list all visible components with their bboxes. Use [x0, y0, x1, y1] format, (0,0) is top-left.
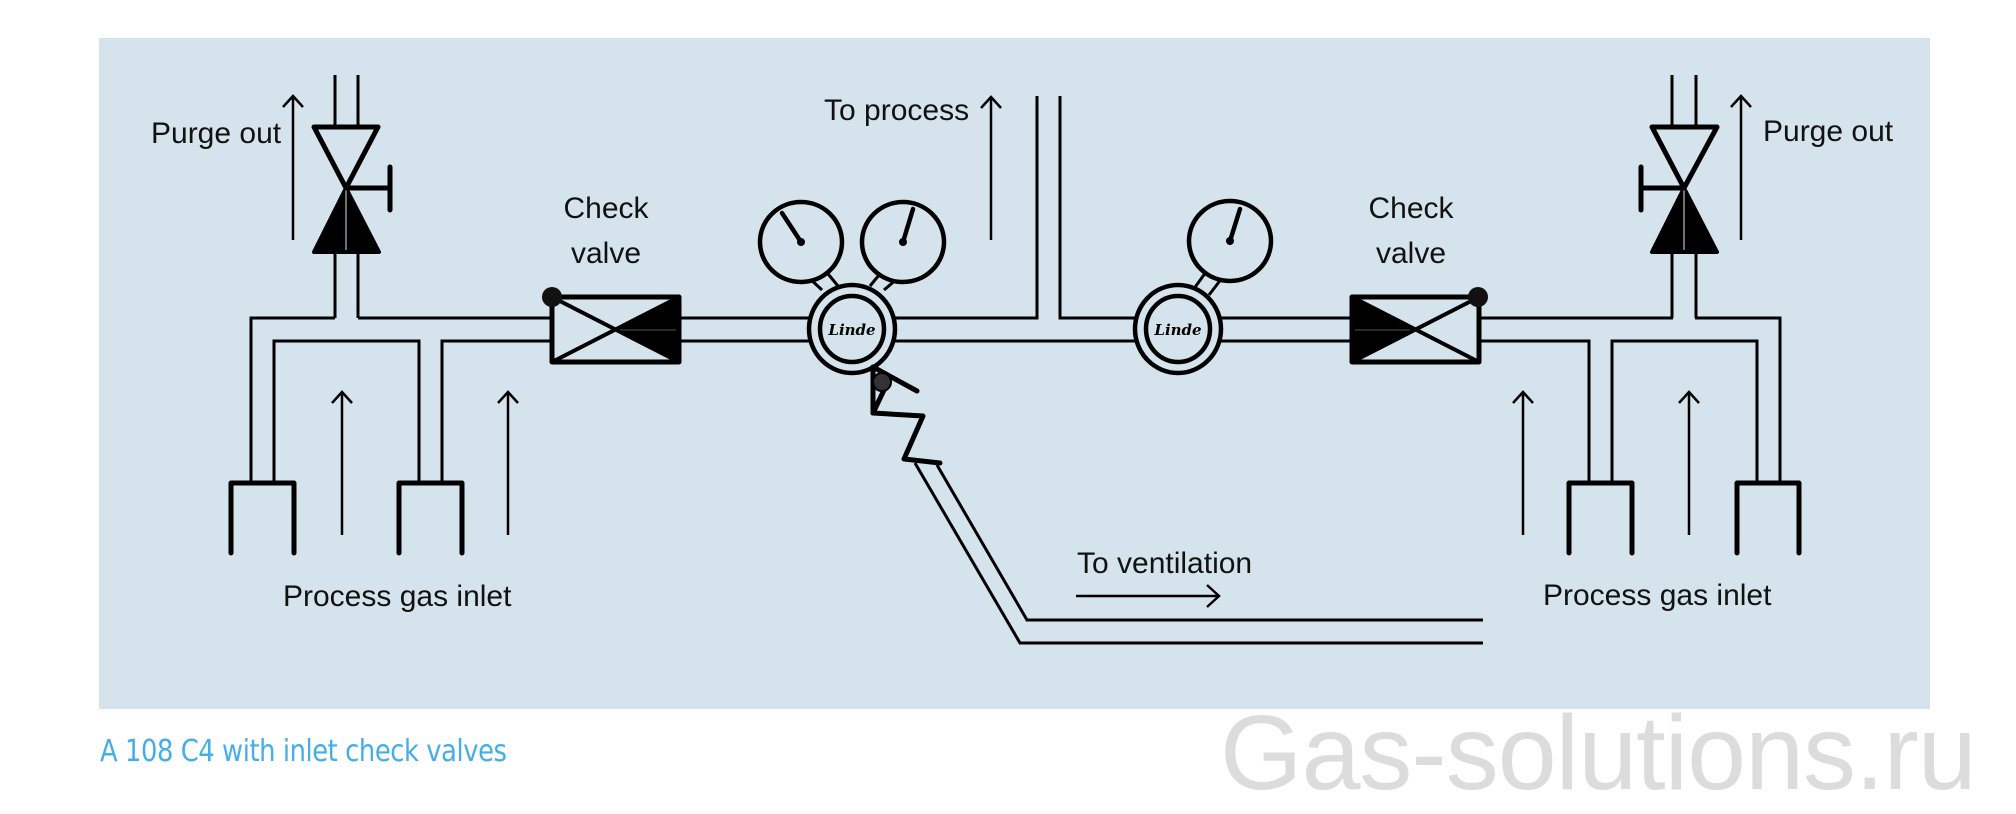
header-outer-left [249, 316, 335, 483]
inlet-cap-right-2 [1734, 480, 1802, 556]
ventilation-arrow [1076, 584, 1221, 608]
purge-valve-right-icon [1638, 124, 1720, 254]
ventilation-pipe [913, 462, 1483, 645]
left-purge-section: Purge out [151, 75, 393, 318]
inlet-arrow-right-2 [1678, 390, 1700, 535]
check-valve-left-ball [542, 287, 562, 307]
process-gas-inlet-label-right: Process gas inlet [1543, 579, 1772, 612]
right-purge-section: Purge out [1638, 75, 1894, 318]
inlet-cap-left-2 [396, 480, 465, 556]
to-process-pipe-a [895, 96, 1039, 320]
inlet-arrow-left-1 [331, 390, 353, 535]
check-valve-label-left-2: valve [571, 237, 641, 270]
check-valve-label-right-1: Check [1368, 192, 1454, 225]
check-valve-label-left-1: Check [563, 192, 649, 225]
check-valve-label-right-2: valve [1376, 237, 1446, 270]
relief-valve-icon [870, 364, 943, 466]
inlet-cap-right-1 [1566, 480, 1635, 556]
linde-logo-left: Linde [827, 321, 875, 339]
single-gauge-regulator: Linde [1132, 198, 1274, 376]
watermark: Gas-solutions.ru [1220, 694, 1977, 812]
inlet-cap-left-1 [228, 480, 297, 556]
purge-out-arrow-right [1730, 94, 1752, 240]
purge-valve-left-icon [311, 124, 393, 254]
check-valve-right-ball [1468, 287, 1488, 307]
check-valve-right-icon [1349, 287, 1488, 365]
left-inlet-manifold: Process gas inlet [228, 316, 551, 613]
header-inner-right [1479, 339, 1591, 483]
purge-out-arrow-left [282, 94, 304, 240]
header-outer-right [1695, 316, 1782, 483]
to-process-label: To process [824, 94, 969, 127]
pressure-gauge-icon [1186, 198, 1274, 284]
right-inlet-manifold: Process gas inlet [1479, 316, 1802, 612]
to-process-pipe-b [1058, 96, 1136, 320]
header-inner-left [272, 339, 421, 483]
inlet-arrow-right-1 [1512, 390, 1534, 535]
to-process-arrow [980, 95, 1002, 240]
figure-caption: A 108 C4 with inlet check valves [100, 734, 507, 769]
to-ventilation-label: To ventilation [1077, 547, 1252, 580]
inlet-arrow-left-2 [497, 390, 519, 535]
purge-out-label-left: Purge out [151, 117, 282, 150]
pressure-gauge-outlet-icon [859, 199, 947, 285]
relief-spring [870, 410, 943, 466]
dual-gauge-regulator: Linde [757, 199, 947, 376]
process-gas-inlet-label-left: Process gas inlet [283, 580, 512, 613]
purge-out-label-right: Purge out [1763, 115, 1894, 148]
pressure-gauge-inlet-icon [757, 199, 845, 285]
check-valve-left-icon [542, 287, 682, 365]
linde-logo-right: Linde [1153, 321, 1201, 339]
